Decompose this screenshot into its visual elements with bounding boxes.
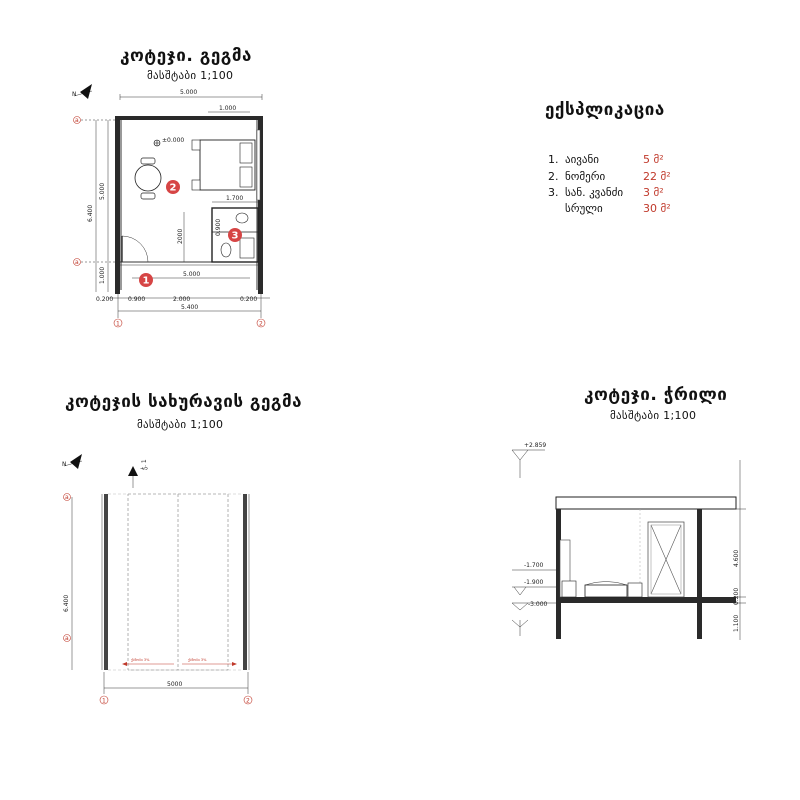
explication-row-2: 2. ნომერი 22 მ² — [548, 170, 671, 183]
floor-slab — [556, 597, 736, 603]
dim-left-total: 6.400 — [87, 205, 94, 222]
svg-text:N: N — [62, 461, 67, 468]
section-dim-3: 1.100 — [733, 615, 740, 632]
explication-title: ექსპლიკაცია — [545, 100, 665, 120]
svg-text:2: 2 — [170, 183, 177, 194]
svg-text:5 მ²: 5 მ² — [643, 153, 664, 166]
plan-scale: მასშტაბი 1;100 — [147, 69, 234, 82]
dim-b-a: 0.200 — [96, 296, 113, 303]
svg-text:N: N — [72, 91, 77, 98]
svg-text:30 მ²: 30 მ² — [643, 202, 671, 215]
north-arrow-icon: N — [62, 454, 83, 469]
section-title: კოტეჯი. ჭრილი — [584, 385, 728, 405]
svg-text:2.: 2. — [548, 170, 559, 183]
axis-top-label: a — [75, 117, 79, 124]
roof-dim-left: 6.400 — [63, 595, 70, 612]
svg-text:-1.900: -1.900 — [524, 579, 544, 586]
svg-text:1: 1 — [143, 276, 150, 287]
dim-top-total: 5.000 — [180, 89, 197, 96]
dim-b-total: 5.400 — [181, 304, 198, 311]
svg-text:3.: 3. — [548, 186, 559, 199]
dim-top-sub: 1.000 — [219, 105, 236, 112]
sink-icon — [235, 212, 249, 224]
svg-text:1.: 1. — [548, 153, 559, 166]
section-bed — [584, 584, 628, 598]
floor-plan: N 5.000 1.000 6.400 5.000 1.000 a a — [72, 84, 270, 328]
section-drawing: +2.859 -1.700 -1.900 -3.000 — [511, 442, 746, 640]
roof-slab — [555, 496, 737, 510]
svg-text:3 მ²: 3 მ² — [643, 186, 664, 199]
svg-text:-3.000: -3.000 — [528, 601, 548, 608]
roof-axis-right: 2 — [246, 698, 250, 705]
section-dim-2: 0.200 — [733, 588, 740, 605]
svg-text:-1.700: -1.700 — [524, 562, 544, 569]
axis-left-label: 1 — [116, 321, 120, 328]
roof-axis-top: a — [65, 494, 69, 501]
explication-row-total: სრული 30 მ² — [565, 202, 671, 215]
section-dim-1: 4.600 — [733, 550, 740, 567]
roof-axis-left: 1 — [102, 698, 106, 705]
svg-text:3: 3 — [232, 231, 239, 242]
plan-title: კოტეჯი. გეგმა — [120, 46, 252, 66]
level-marker-top: +2.859 — [511, 442, 546, 478]
level-marker-l1: -1.700 — [512, 562, 560, 571]
svg-text:აივანი: აივანი — [565, 153, 599, 166]
dim-inner-bottom: 5.000 — [183, 271, 200, 278]
toilet-icon — [220, 242, 232, 258]
north-arrow-icon: N — [72, 84, 93, 99]
roof-scale: მასშტაბი 1;100 — [137, 418, 224, 431]
svg-text:ჭ. 1: ჭ. 1 — [141, 459, 148, 470]
roof-dim-bottom: 5000 — [167, 681, 182, 688]
section-mark-icon: ჭ. 1 — [128, 459, 148, 488]
axis-right-label: 2 — [259, 321, 263, 328]
svg-text:სრული: სრული — [565, 202, 603, 215]
svg-text:+2.859: +2.859 — [524, 442, 546, 449]
explication-row-1: 1. აივანი 5 მ² — [548, 153, 664, 166]
dim-b-b: 0.900 — [128, 296, 145, 303]
explication-table: 1. აივანი 5 მ² 2. ნომერი 22 მ² 3. სან. კ… — [548, 153, 671, 215]
roof-title: კოტეჯის სახურავის გეგმა — [65, 392, 303, 412]
dim-bath-w: 1.700 — [226, 195, 243, 202]
svg-text:22 მ²: 22 მ² — [643, 170, 671, 183]
level-marker-l2: -1.900 — [512, 579, 560, 596]
level-label: ±0.000 — [162, 137, 184, 144]
dim-bath-h: 0.900 — [215, 219, 222, 236]
axis-mid-label: a — [75, 259, 79, 266]
room-marker-1 — [139, 273, 153, 287]
dim-bed-h: 2000 — [177, 229, 184, 244]
table-icon — [134, 164, 162, 192]
room-marker-2 — [166, 180, 180, 194]
dim-b-d: 0.200 — [240, 296, 257, 303]
section-scale: მასშტაბი 1;100 — [610, 409, 697, 422]
roof-plan: N ჭ. 1 6.400 a a ქანობი 3% ქანობი 3% — [62, 454, 253, 705]
dim-left-low: 1.000 — [99, 267, 106, 284]
roof-axis-mid: a — [65, 635, 69, 642]
level-marker-l3: -3.000 — [511, 601, 560, 636]
svg-text:ნომერი: ნომერი — [565, 170, 605, 183]
explication-row-3: 3. სან. კვანძი 3 მ² — [548, 186, 664, 199]
roof-slope-left: ქანობი 3% — [131, 658, 150, 662]
door-swing — [121, 235, 149, 263]
level-marker-icon — [153, 139, 161, 147]
dim-b-c: 2.000 — [173, 296, 190, 303]
roof-slope-right: ქანობი 3% — [188, 658, 207, 662]
dim-left-mid: 5.000 — [99, 183, 106, 200]
bathroom-outline — [211, 207, 259, 263]
svg-text:სან. კვანძი: სან. კვანძი — [565, 186, 623, 199]
room-marker-3 — [228, 228, 242, 242]
